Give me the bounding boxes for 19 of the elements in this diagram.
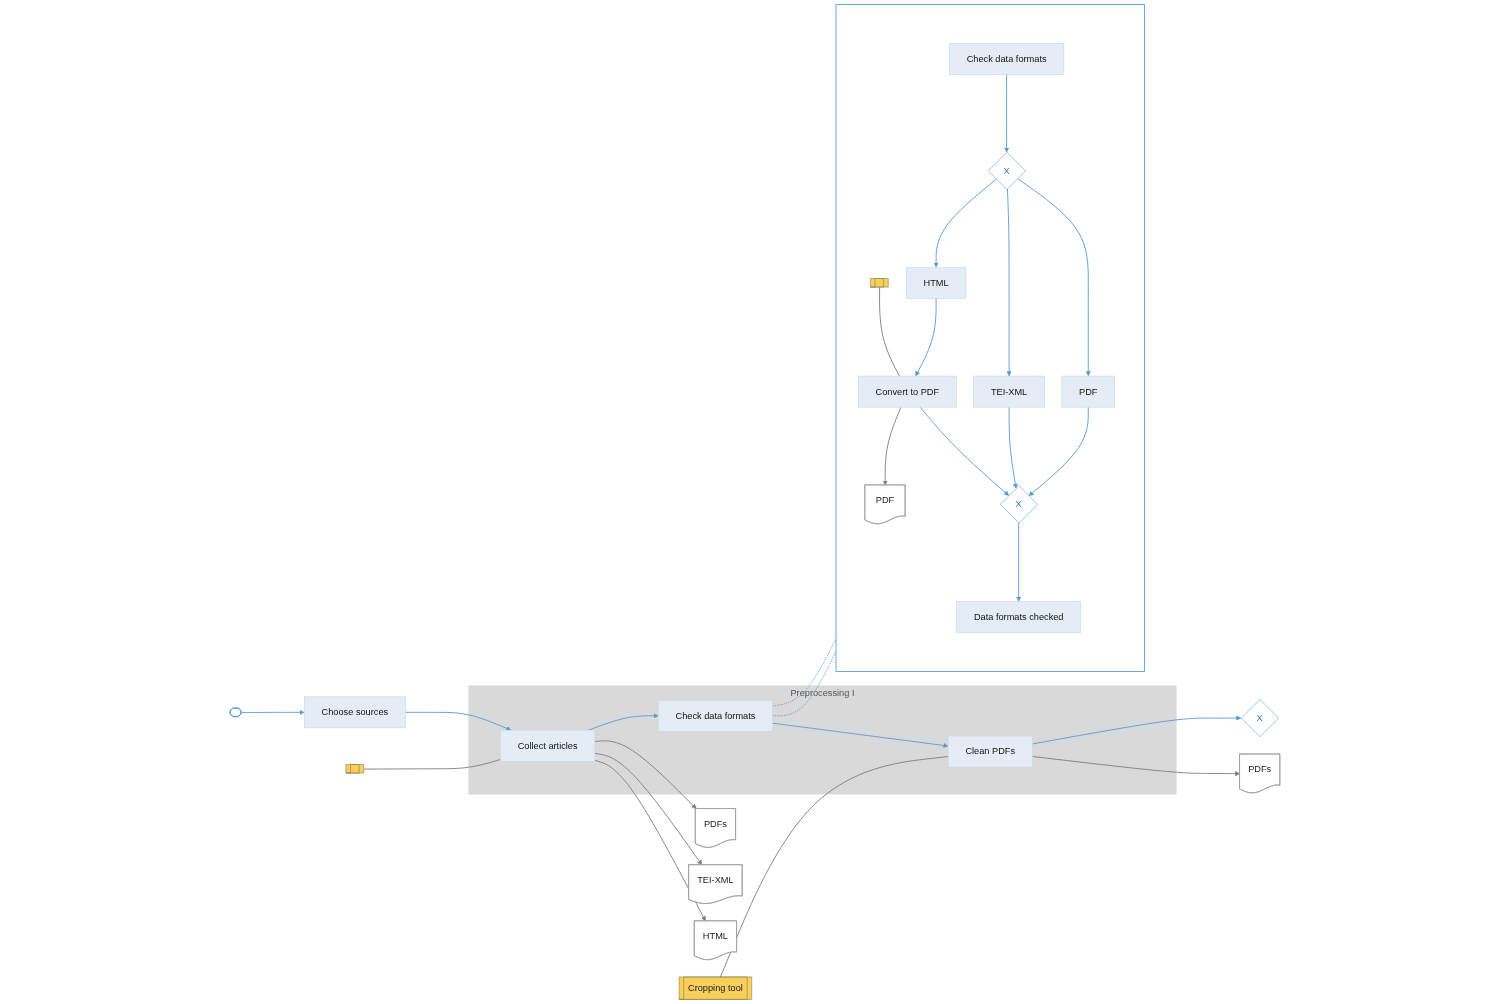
node-diamond: X bbox=[1000, 485, 1038, 524]
node-diamond: X bbox=[1241, 699, 1279, 737]
node-box: Choose sources bbox=[304, 696, 406, 729]
node-box bbox=[870, 278, 889, 288]
node-box bbox=[345, 764, 365, 774]
node-box: TEI-XML bbox=[973, 375, 1045, 408]
node-box: Clean PDFs bbox=[947, 735, 1033, 768]
connector bbox=[879, 286, 900, 377]
cluster bbox=[835, 4, 1145, 672]
connector bbox=[719, 756, 949, 978]
node-box: Data formats checked bbox=[956, 601, 1082, 633]
node-box: PDF bbox=[1061, 375, 1116, 408]
node-diamond: X bbox=[988, 152, 1026, 190]
node-box: Check data formats bbox=[657, 699, 773, 732]
node-box: Collect articles bbox=[500, 729, 596, 762]
connector bbox=[363, 759, 501, 770]
node-box: HTML bbox=[906, 266, 967, 299]
node-box: Convert to PDF bbox=[858, 375, 957, 408]
node-box: Check data formats bbox=[949, 43, 1065, 75]
